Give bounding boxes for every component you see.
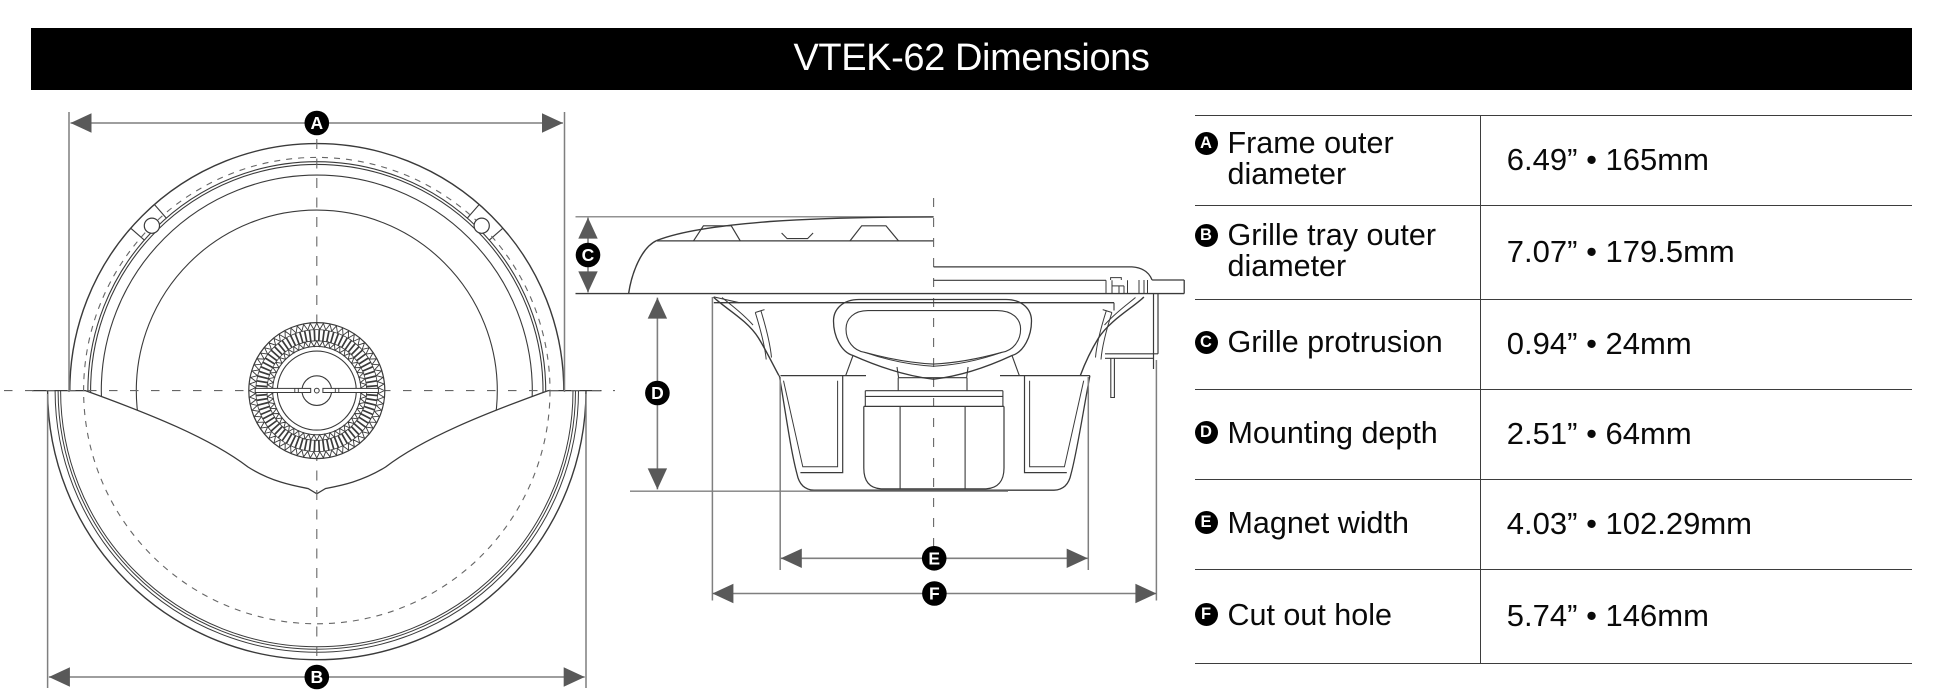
svg-text:E: E (928, 548, 940, 568)
svg-text:D: D (651, 383, 664, 403)
svg-text:F: F (929, 584, 940, 604)
svg-text:A: A (310, 113, 323, 133)
svg-text:B: B (310, 667, 323, 687)
svg-text:C: C (582, 245, 595, 265)
